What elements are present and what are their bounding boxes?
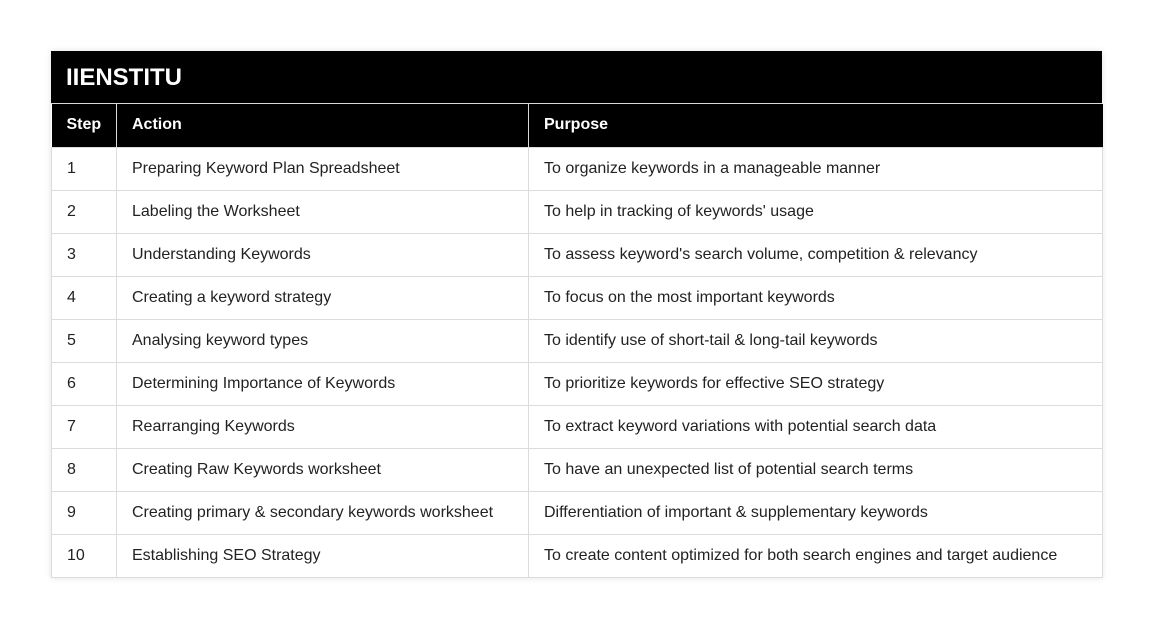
cell-purpose: To identify use of short-tail & long-tai… <box>528 318 1103 363</box>
cell-purpose: To focus on the most important keywords <box>528 275 1103 320</box>
cell-purpose: To have an unexpected list of potential … <box>528 447 1103 492</box>
table-row: 2 Labeling the Worksheet To help in trac… <box>51 189 1103 234</box>
cell-purpose: To extract keyword variations with poten… <box>528 404 1103 449</box>
cell-step: 8 <box>51 447 117 492</box>
cell-action: Rearranging Keywords <box>116 404 529 449</box>
column-header-purpose: Purpose <box>528 104 1103 147</box>
table-row: 4 Creating a keyword strategy To focus o… <box>51 275 1103 320</box>
cell-step: 1 <box>51 146 117 191</box>
cell-action: Preparing Keyword Plan Spreadsheet <box>116 146 529 191</box>
steps-table: Step Action Purpose 1 Preparing Keyword … <box>51 104 1103 578</box>
table-row: 10 Establishing SEO Strategy To create c… <box>51 533 1103 578</box>
cell-purpose: To organize keywords in a manageable man… <box>528 146 1103 191</box>
cell-step: 2 <box>51 189 117 234</box>
cell-action: Creating Raw Keywords worksheet <box>116 447 529 492</box>
table-row: 3 Understanding Keywords To assess keywo… <box>51 232 1103 277</box>
table-title: IIENSTITU <box>51 51 1102 104</box>
cell-purpose: Differentiation of important & supplemen… <box>528 490 1103 535</box>
table-row: 7 Rearranging Keywords To extract keywor… <box>51 404 1103 449</box>
cell-step: 9 <box>51 490 117 535</box>
table-row: 6 Determining Importance of Keywords To … <box>51 361 1103 406</box>
cell-action: Analysing keyword types <box>116 318 529 363</box>
cell-action: Determining Importance of Keywords <box>116 361 529 406</box>
column-header-action: Action <box>116 104 529 147</box>
table-row: 9 Creating primary & secondary keywords … <box>51 490 1103 535</box>
cell-step: 4 <box>51 275 117 320</box>
cell-purpose: To prioritize keywords for effective SEO… <box>528 361 1103 406</box>
cell-action: Labeling the Worksheet <box>116 189 529 234</box>
cell-step: 5 <box>51 318 117 363</box>
table-header-row: Step Action Purpose <box>51 104 1103 147</box>
column-header-step: Step <box>51 104 117 147</box>
table-row: 8 Creating Raw Keywords worksheet To hav… <box>51 447 1103 492</box>
cell-action: Creating primary & secondary keywords wo… <box>116 490 529 535</box>
cell-step: 3 <box>51 232 117 277</box>
table-row: 1 Preparing Keyword Plan Spreadsheet To … <box>51 146 1103 191</box>
cell-step: 7 <box>51 404 117 449</box>
cell-step: 10 <box>51 533 117 578</box>
table-row: 5 Analysing keyword types To identify us… <box>51 318 1103 363</box>
cell-purpose: To assess keyword's search volume, compe… <box>528 232 1103 277</box>
cell-purpose: To help in tracking of keywords' usage <box>528 189 1103 234</box>
cell-action: Understanding Keywords <box>116 232 529 277</box>
steps-table-container: IIENSTITU Step Action Purpose 1 Preparin… <box>51 51 1103 578</box>
cell-step: 6 <box>51 361 117 406</box>
cell-purpose: To create content optimized for both sea… <box>528 533 1103 578</box>
cell-action: Creating a keyword strategy <box>116 275 529 320</box>
cell-action: Establishing SEO Strategy <box>116 533 529 578</box>
